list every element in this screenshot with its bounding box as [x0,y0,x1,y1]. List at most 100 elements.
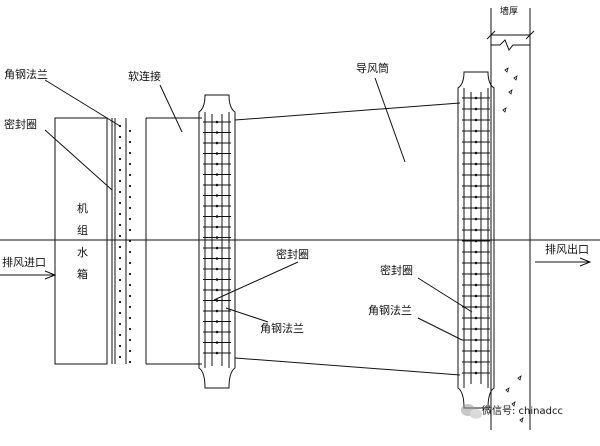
air-duct-bottom-edge [234,357,461,376]
wall-speckle [504,67,509,73]
middle-flange-outline [198,94,236,389]
watermark-text: 微信号: chinadcc [482,404,563,417]
bolt-dot [474,228,478,232]
bolt-dot [474,107,478,111]
bolt-dot [215,173,219,176]
flange-dot [118,256,122,260]
outlet-arrowhead [579,257,592,267]
wall-break-mark [491,39,530,51]
flange-dot [128,195,132,199]
bolt-dot [474,371,478,375]
wall-speckle [513,75,518,81]
wall-speckles [502,67,524,423]
wall-speckle [511,401,516,407]
air-duct-top-edge [234,102,461,121]
bolt-dot [474,151,478,155]
bolt-dot [474,173,478,177]
bolt-dot [474,118,478,122]
flange-dot [128,250,132,254]
flange-dot [118,355,122,359]
flange-dot [118,168,122,172]
label-angle-flange-middle: 角钢法兰 [260,321,304,335]
flange-dot [118,322,122,326]
bolt-dot [474,96,478,100]
flange-dot [128,316,132,320]
label-soft-connection: 软连接 [128,69,161,83]
bolt-dot [215,246,219,250]
flange-dot [128,206,132,210]
flange-dot [118,289,122,293]
leader-angle-flange-middle [225,307,269,323]
label-seal-ring-right: 密封圈 [380,263,413,277]
bolt-dot [215,288,219,292]
wall-dim-tick-right [525,30,535,40]
flange-dot [118,278,122,282]
middle-flange-bolts [203,120,231,355]
flange-dot [118,201,122,205]
leader-angle-flange-right [417,317,463,341]
leader-seal-ring-middle [213,261,299,301]
bolt-dot [215,162,219,166]
bolt-dot [474,239,478,243]
flange-dot [128,228,132,232]
label-air-duct: 导风筒 [356,61,389,75]
wall-speckle [517,375,522,381]
bolt-dot [215,299,219,302]
label-angle-flange-right: 角钢法兰 [368,303,412,317]
right-flange-bolts [462,96,490,375]
leader-air-duct [374,77,406,163]
flange-dot [128,162,132,166]
bolt-dot [215,152,219,155]
flange-dot [128,305,132,309]
label-unit-tank-4: 箱 [77,267,88,281]
left-flange-dots [118,124,132,364]
flange-dot [128,272,132,276]
bolt-dot [474,184,478,188]
wall-speckle [508,89,513,95]
bolt-dot [474,316,478,320]
bolt-dot [215,309,219,313]
unit-water-tank [54,117,108,365]
bolt-dot [474,206,478,210]
flange-dot [128,151,132,155]
leader-seal-ring-left [44,129,113,191]
inlet-arrowhead [44,270,57,280]
bolt-dot [474,217,478,221]
bolt-dot [215,120,219,124]
label-seal-ring-middle: 密封圈 [276,247,309,261]
bolt-dot [215,225,219,229]
flange-dot [128,294,132,298]
bolt-dot [215,278,219,281]
bolt-dot [474,349,478,353]
bolt-dot [474,162,478,166]
flange-dot [128,239,132,243]
flange-dot [118,223,122,227]
flange-dot [118,157,122,161]
flange-dot [128,349,132,353]
label-exhaust-outlet: 排风出口 [545,242,589,256]
bolt-dot [474,140,478,144]
bolt-dot [215,131,219,134]
leader-angle-flange-left [44,79,121,127]
flange-dot [118,179,122,183]
flange-dot [118,267,122,271]
bolt-dot [474,261,478,265]
flange-dot [118,344,122,348]
flange-dot [128,140,132,144]
label-angle-flange-left: 角钢法兰 [4,67,48,81]
flange-dot [128,129,132,133]
bolt-dot [215,236,219,239]
bolt-dot [474,338,478,342]
bolt-dot [215,341,219,344]
wall-speckle [519,417,524,423]
bolt-dot [215,330,219,334]
flange-dot [128,327,132,331]
bolt-dot [215,257,219,260]
label-wall-thickness: 墙厚 [500,5,518,17]
bolt-dot [215,183,219,187]
bolt-dot [474,283,478,287]
watermark: 微信号: chinadcc [461,404,563,419]
bolt-dot [474,360,478,364]
bolt-dot [474,327,478,331]
bolt-dot [474,129,478,133]
